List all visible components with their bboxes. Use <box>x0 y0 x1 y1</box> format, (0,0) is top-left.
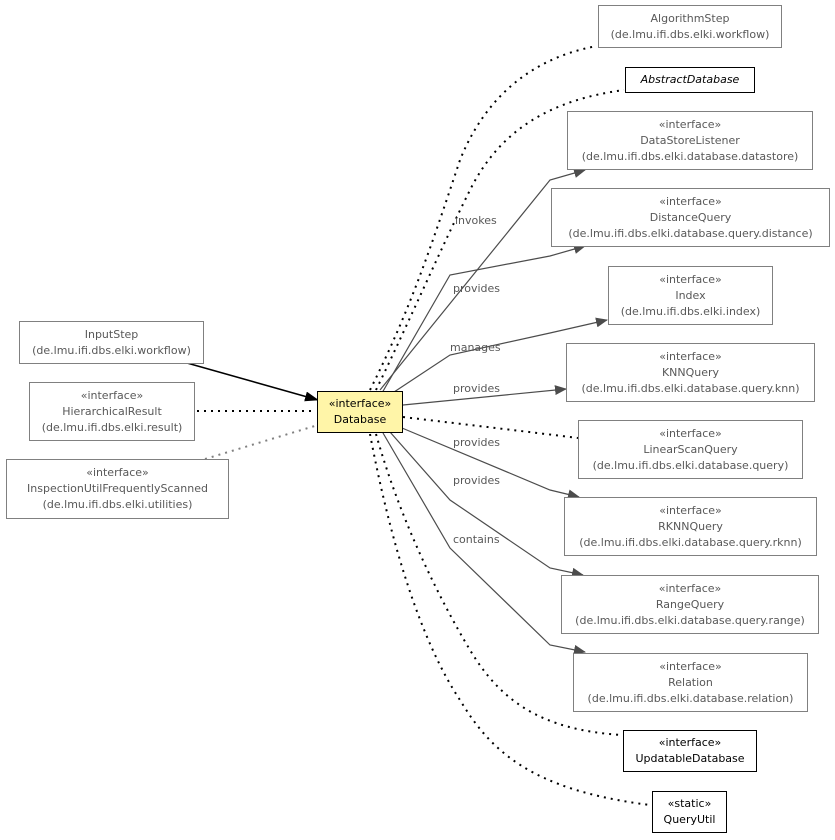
rknn-query-name: RKNNQuery <box>658 519 723 533</box>
range-query-name: RangeQuery <box>655 597 725 611</box>
hierarchical-result-name: HierarchicalResult <box>62 404 162 418</box>
query-util-name: QueryUtil <box>663 813 716 826</box>
database-name: Database <box>333 413 387 426</box>
rknn-query-package: (de.lmu.ifi.dbs.elki.database.query.rknn… <box>579 535 802 549</box>
distance-query-package: (de.lmu.ifi.dbs.elki.database.query.dist… <box>568 226 813 240</box>
edge-label-manages: manages <box>450 341 501 354</box>
abstract-database-name: AbstractDatabase <box>640 73 740 86</box>
index-name: Index <box>675 288 706 302</box>
input-step-package: (de.lmu.ifi.dbs.elki.workflow) <box>32 343 191 357</box>
distance-query-name: DistanceQuery <box>649 210 732 224</box>
link-algorithm-step <box>369 45 598 391</box>
edge-label-provides-range: provides <box>453 474 501 487</box>
datastore-listener-package: (de.lmu.ifi.dbs.elki.database.datastore) <box>581 149 799 163</box>
inspection-util-stereotype: «interface» <box>86 466 149 479</box>
updatable-database-name: UpdatableDatabase <box>635 752 745 765</box>
algorithm-step-name: AlgorithmStep <box>650 11 730 25</box>
linear-scan-query-stereotype: «interface» <box>659 426 722 440</box>
index-package: (de.lmu.ifi.dbs.elki.index) <box>620 304 761 318</box>
linear-scan-query-name: LinearScanQuery <box>643 442 738 456</box>
edge-contains <box>382 432 586 655</box>
relation-node[interactable]: «interface» Relation (de.lmu.ifi.dbs.elk… <box>573 653 808 712</box>
distance-query-node[interactable]: «interface» DistanceQuery (de.lmu.ifi.db… <box>551 188 830 247</box>
edge-label-contains: contains <box>453 533 500 546</box>
updatable-database-stereotype: «interface» <box>658 736 722 749</box>
hierarchical-result-package: (de.lmu.ifi.dbs.elki.result) <box>41 420 183 434</box>
edge-provides-rknn <box>401 427 580 500</box>
query-util-node[interactable]: «static» QueryUtil <box>652 791 727 833</box>
distance-query-stereotype: «interface» <box>659 194 722 208</box>
link-updatable-database <box>375 433 623 736</box>
datastore-listener-stereotype: «interface» <box>658 117 722 131</box>
index-node[interactable]: «interface» Index (de.lmu.ifi.dbs.elki.i… <box>608 266 773 325</box>
inspection-util-package: (de.lmu.ifi.dbs.elki.utilities) <box>42 498 193 511</box>
input-step-name: InputStep <box>84 327 139 341</box>
relation-name: Relation <box>668 675 713 689</box>
index-stereotype: «interface» <box>659 272 722 286</box>
edge-provides-knn <box>402 385 567 406</box>
link-abstract-database <box>375 89 625 391</box>
linear-scan-query-node[interactable]: «interface» LinearScanQuery (de.lmu.ifi.… <box>578 420 803 479</box>
linear-scan-query-package: (de.lmu.ifi.dbs.elki.database.query) <box>592 458 789 472</box>
relation-package: (de.lmu.ifi.dbs.elki.database.relation) <box>587 691 794 705</box>
relation-stereotype: «interface» <box>659 659 722 673</box>
datastore-listener-node[interactable]: «interface» DataStoreListener (de.lmu.if… <box>567 111 813 170</box>
knn-query-stereotype: «interface» <box>659 349 722 363</box>
database-node[interactable]: «interface» Database <box>317 391 403 433</box>
inspection-util-node[interactable]: «interface» InspectionUtilFrequentlyScan… <box>6 459 229 519</box>
range-query-stereotype: «interface» <box>658 581 722 595</box>
hierarchical-result-node[interactable]: «interface» HierarchicalResult (de.lmu.i… <box>29 382 195 441</box>
range-query-package: (de.lmu.ifi.dbs.elki.database.query.rang… <box>575 613 805 627</box>
edge-label-provides-distance: provides <box>453 282 501 295</box>
database-stereotype: «interface» <box>328 397 392 410</box>
edge-input-step <box>186 362 319 402</box>
rknn-query-stereotype: «interface» <box>659 503 722 517</box>
abstract-database-node[interactable]: AbstractDatabase <box>625 67 755 93</box>
algorithm-step-node[interactable]: AlgorithmStep (de.lmu.ifi.dbs.elki.workf… <box>598 5 782 48</box>
input-step-node[interactable]: InputStep (de.lmu.ifi.dbs.elki.workflow) <box>19 321 204 364</box>
updatable-database-node[interactable]: «interface» UpdatableDatabase <box>623 730 757 772</box>
rknn-query-node[interactable]: «interface» RKNNQuery (de.lmu.ifi.dbs.el… <box>564 497 817 556</box>
range-query-node[interactable]: «interface» RangeQuery (de.lmu.ifi.dbs.e… <box>561 575 819 634</box>
link-inspection-util <box>204 424 319 460</box>
edge-provides-distance <box>381 244 586 394</box>
datastore-listener-name: DataStoreListener <box>640 133 740 147</box>
edge-label-invokes: invokes <box>455 214 497 227</box>
edge-linear-scan <box>402 416 579 439</box>
query-util-stereotype: «static» <box>667 797 712 810</box>
edge-label-provides-rknn: provides <box>453 436 501 449</box>
edge-invokes <box>379 168 586 391</box>
inspection-util-name: InspectionUtilFrequentlyScanned <box>27 482 208 495</box>
edge-label-provides-knn: provides <box>453 382 501 395</box>
knn-query-node[interactable]: «interface» KNNQuery (de.lmu.ifi.dbs.elk… <box>566 343 815 402</box>
hierarchical-result-stereotype: «interface» <box>80 388 144 402</box>
algorithm-step-package: (de.lmu.ifi.dbs.elki.workflow) <box>610 27 770 41</box>
knn-query-name: KNNQuery <box>661 365 720 379</box>
edge-provides-range <box>389 431 584 578</box>
edge-manages <box>387 317 608 397</box>
knn-query-package: (de.lmu.ifi.dbs.elki.database.query.knn) <box>581 381 800 395</box>
